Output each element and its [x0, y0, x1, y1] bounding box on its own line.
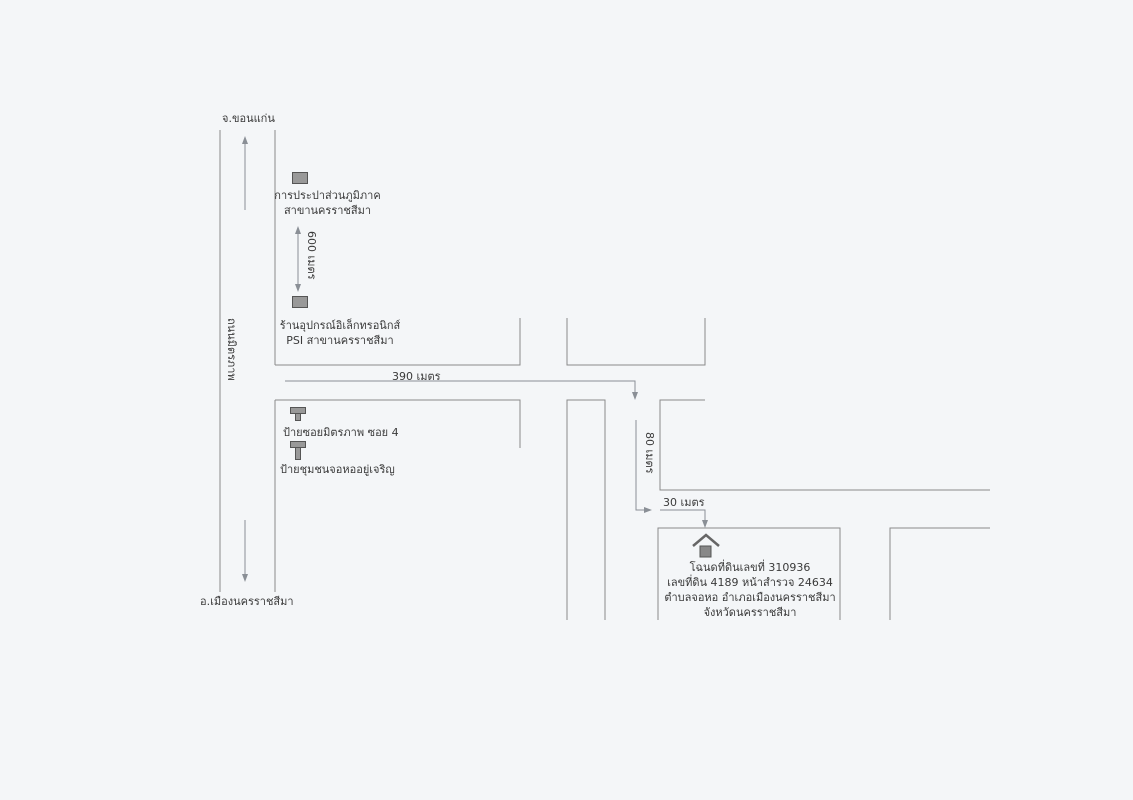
landmark-line: สาขานครราชสีมา [283, 204, 372, 217]
route-arrows [242, 136, 708, 582]
distance-600-label: 600 เมตร [305, 231, 318, 280]
property-province: จังหวัดนครราชสีมา [703, 606, 797, 619]
landmark-community-sign: ป้ายชุมชนจอหออยู่เจริญ [280, 463, 395, 476]
distance-390-label: 390 เมตร [392, 370, 441, 383]
property-land-number: เลขที่ดิน 4189 หน้าสำรวจ 24634 [667, 576, 833, 589]
road-lines [219, 130, 990, 620]
south-destination-label: อ.เมืองนครราชสีมา [200, 595, 294, 608]
building-icon [292, 296, 308, 308]
road-name-label: ถนนมิตรภาพ [225, 318, 238, 381]
distance-80-label: 80 เมตร [643, 432, 656, 474]
north-destination-label: จ.ขอนแก่น [222, 112, 275, 125]
signpost-icon [290, 441, 306, 460]
distance-30-label: 30 เมตร [663, 496, 705, 509]
building-icon [292, 172, 308, 184]
landmark-line: ร้านอุปกรณ์อิเล็กทรอนิกส์ [279, 319, 401, 332]
house-icon [692, 533, 720, 558]
landmark-soi-sign: ป้ายซอยมิตรภาพ ซอย 4 [283, 426, 399, 439]
property-deed-number: โฉนดที่ดินเลขที่ 310936 [689, 561, 811, 574]
landmark-line: PSI สาขานครราชสีมา [286, 334, 394, 347]
landmark-psi-store: ร้านอุปกรณ์อิเล็กทรอนิกส์ PSI สาขานครราช… [275, 318, 405, 348]
landmark-waterworks: การประปาส่วนภูมิภาค สาขานครราชสีมา [270, 188, 385, 218]
property-description: โฉนดที่ดินเลขที่ 310936 เลขที่ดิน 4189 ห… [640, 560, 860, 620]
landmark-line: การประปาส่วนภูมิภาค [274, 189, 381, 202]
property-district: ตำบลจอหอ อำเภอเมืองนครราชสีมา [664, 591, 836, 604]
signpost-icon [290, 407, 306, 421]
